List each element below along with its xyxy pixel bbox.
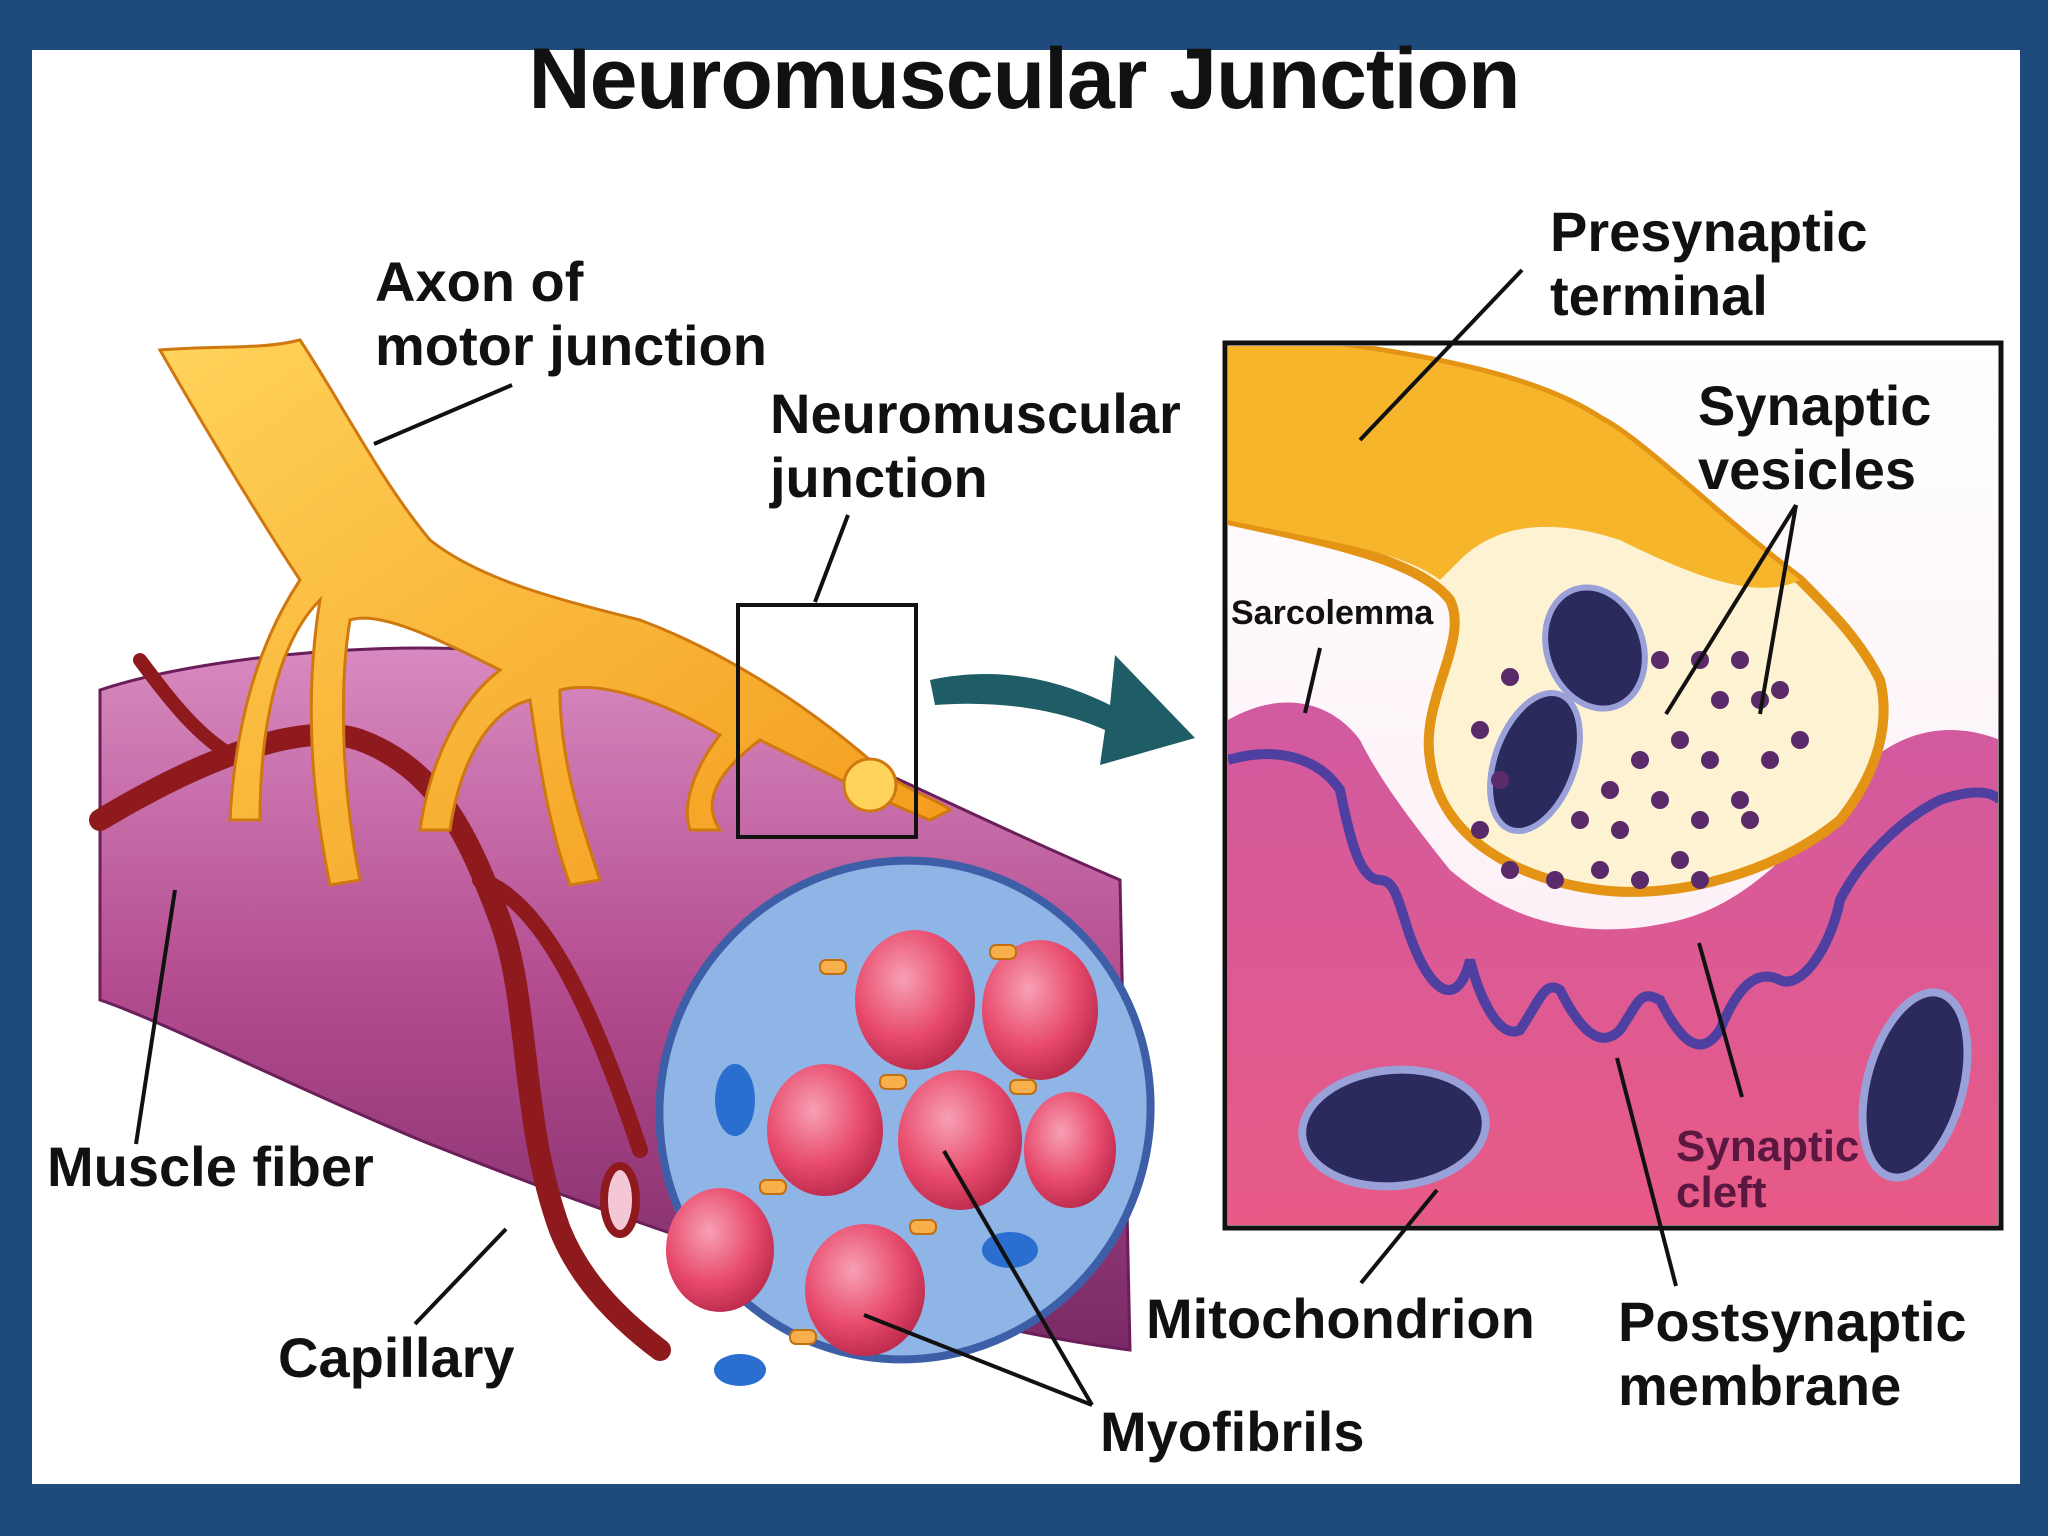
label-postsynaptic-line2: membrane bbox=[1618, 1354, 1902, 1417]
myofibrils bbox=[666, 930, 1116, 1356]
mitochondrion-terminal-1 bbox=[1542, 584, 1648, 712]
zoom-box bbox=[736, 603, 918, 839]
label-myofibrils: Myofibrils bbox=[1100, 1400, 1365, 1463]
label-muscle-fiber: Muscle fiber bbox=[47, 1135, 374, 1198]
label-nmj-line1: Neuromuscular bbox=[770, 382, 1181, 445]
label-axon-line1: Axon of bbox=[375, 250, 584, 313]
label-vesicles-line2: vesicles bbox=[1698, 438, 1916, 501]
label-synaptic-cleft: Synaptic cleft bbox=[1676, 1124, 1859, 1216]
inset-panel bbox=[1222, 340, 2004, 1231]
label-cleft-line1: Synaptic bbox=[1676, 1122, 1860, 1171]
label-postsynaptic-membrane: Postsynaptic membrane bbox=[1618, 1290, 1967, 1418]
label-presynaptic-line1: Presynaptic bbox=[1550, 200, 1868, 263]
mitochondrion-muscle bbox=[1298, 1065, 1490, 1191]
label-cleft-line2: cleft bbox=[1676, 1168, 1767, 1217]
label-sarcolemma: Sarcolemma bbox=[1231, 594, 1434, 632]
label-presynaptic-line2: terminal bbox=[1550, 264, 1768, 327]
label-synaptic-vesicles: Synaptic vesicles bbox=[1698, 374, 1931, 502]
mitochondrion-muscle-2 bbox=[1858, 988, 1972, 1182]
capillary bbox=[89, 653, 671, 1361]
fiber-cross-section bbox=[655, 856, 1155, 1386]
axon bbox=[157, 338, 953, 887]
zoom-arrow bbox=[930, 655, 1195, 765]
synaptic-vesicles bbox=[1471, 651, 1809, 889]
mitochondrion-terminal-2 bbox=[1487, 689, 1583, 835]
label-axon: Axon of motor junction bbox=[375, 250, 767, 378]
label-nmj-line2: junction bbox=[770, 446, 988, 509]
label-axon-line2: motor junction bbox=[375, 314, 767, 377]
diagram-title: Neuromuscular Junction bbox=[528, 31, 1520, 127]
leader-lines bbox=[134, 268, 1798, 1407]
label-presynaptic-terminal: Presynaptic terminal bbox=[1550, 200, 1868, 328]
label-vesicles-line1: Synaptic bbox=[1698, 374, 1932, 437]
label-capillary: Capillary bbox=[278, 1326, 515, 1389]
label-mitochondrion: Mitochondrion bbox=[1146, 1287, 1535, 1350]
label-postsynaptic-line1: Postsynaptic bbox=[1618, 1290, 1967, 1353]
label-neuromuscular-junction: Neuromuscular junction bbox=[770, 382, 1181, 510]
